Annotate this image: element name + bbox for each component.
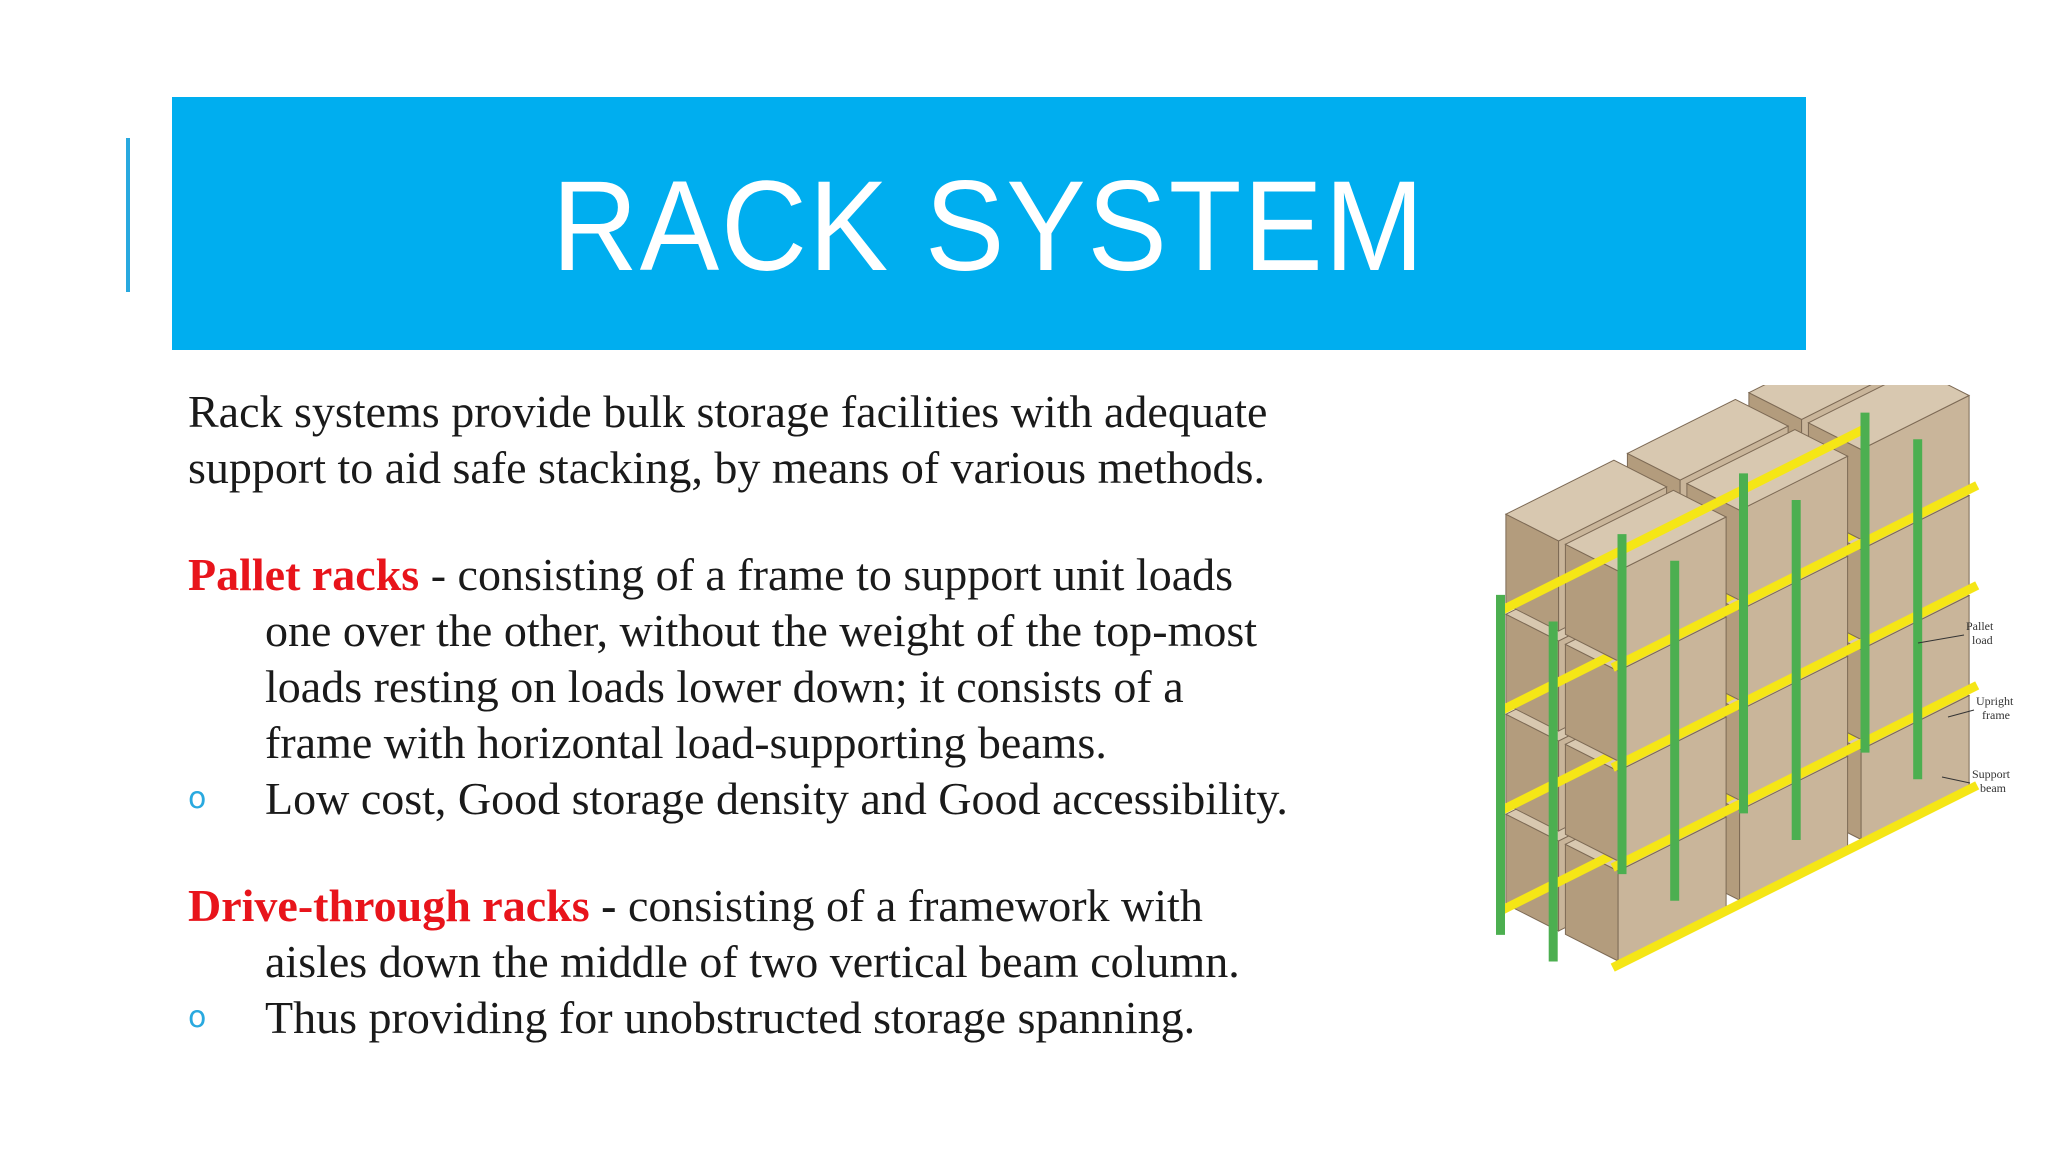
box-top (1504, 459, 1668, 542)
rack-callouts: Pallet load Upright frame Support beam (1917, 619, 2014, 795)
pallet-racks-line: frame with horizontal load-supporting be… (265, 717, 1107, 768)
intro-paragraph: Rack systems provide bulk storage facili… (188, 384, 1428, 496)
support-beam (1610, 781, 1980, 972)
bullet-icon: o (188, 1000, 207, 1035)
title-banner: RACK SYSTEM (172, 97, 1806, 350)
drive-through-line: aisles down the middle of two vertical b… (265, 936, 1240, 987)
pallet-racks-term: Pallet racks (188, 549, 420, 600)
support-beam (1498, 424, 1868, 615)
pallet-racks-lead: - consisting of a frame to support unit … (419, 549, 1234, 600)
support-beam-label: beam (1980, 781, 2007, 795)
upright-frame-label: Upright (1976, 694, 2014, 708)
pallet-racks-lead-line: Pallet racks - consisting of a frame to … (188, 547, 1428, 603)
rack-scene (1496, 385, 1980, 972)
pallet-racks-line: one over the other, without the weight o… (265, 605, 1258, 656)
pallet-load-label: load (1972, 633, 1993, 647)
drive-through-lead: consisting of a framework with (627, 880, 1203, 931)
pallet-racks-paragraph: Pallet racks - consisting of a frame to … (188, 547, 1428, 827)
drive-through-bullet-text: Thus providing for unobstructed storage … (265, 992, 1196, 1043)
drive-through-paragraph: Drive-through racks - consisting of a fr… (188, 878, 1428, 1046)
intro-line: Rack systems provide bulk storage facili… (188, 386, 1268, 437)
pallet-load-label: Pallet (1966, 619, 1994, 633)
drive-through-term: Drive-through racks (188, 880, 590, 931)
support-beam-label: Support (1972, 767, 2011, 781)
support-beam-pointer (1941, 776, 1971, 784)
pallet-load-pointer (1917, 634, 1965, 644)
drive-through-lead-line: Drive-through racks - consisting of a fr… (188, 878, 1428, 934)
slide-body: Rack systems provide bulk storage facili… (188, 384, 1428, 1046)
slide-title: RACK SYSTEM (552, 154, 1426, 298)
box-top (1747, 385, 1872, 420)
pallet-racks-bullet-text: Low cost, Good storage density and Good … (265, 773, 1288, 824)
pallet-rack-illustration: Pallet load Upright frame Support beam (1496, 385, 2014, 972)
drive-through-bullet: o Thus providing for unobstructed storage… (188, 990, 1428, 1046)
intro-line: support to aid safe stacking, by means o… (188, 442, 1265, 493)
upright-frame-pointer (1947, 709, 1975, 718)
bullet-icon: o (188, 781, 207, 816)
drive-through-dash: - (589, 880, 628, 931)
accent-line (126, 138, 130, 292)
pallet-racks-bullet: o Low cost, Good storage density and Good… (188, 771, 1428, 827)
box-top (1626, 398, 1790, 481)
upright-frame-label: frame (1982, 708, 2010, 722)
pallet-racks-line: loads resting on loads lower down; it co… (265, 661, 1184, 712)
